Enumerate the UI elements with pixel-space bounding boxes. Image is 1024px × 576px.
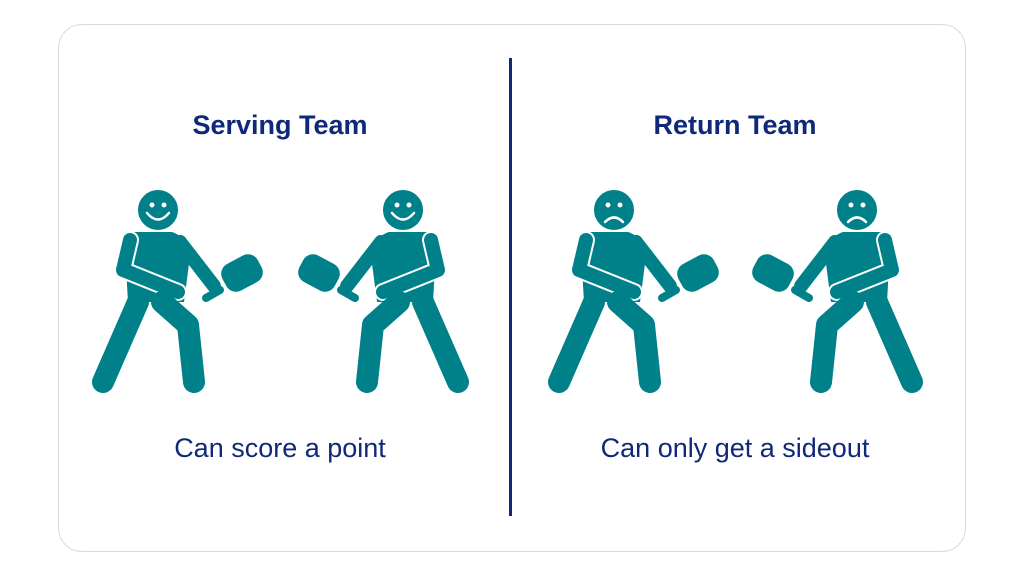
serving-player-2 <box>294 189 458 382</box>
return-player-1 <box>559 189 723 382</box>
return-team-caption: Can only get a sideout <box>600 433 870 463</box>
serving-team-title: Serving Team <box>192 110 368 140</box>
serving-player-1 <box>103 189 267 382</box>
return-team-title: Return Team <box>653 110 817 140</box>
serving-team-caption: Can score a point <box>174 433 386 463</box>
team-divider <box>509 58 512 516</box>
return-player-2 <box>748 189 912 382</box>
